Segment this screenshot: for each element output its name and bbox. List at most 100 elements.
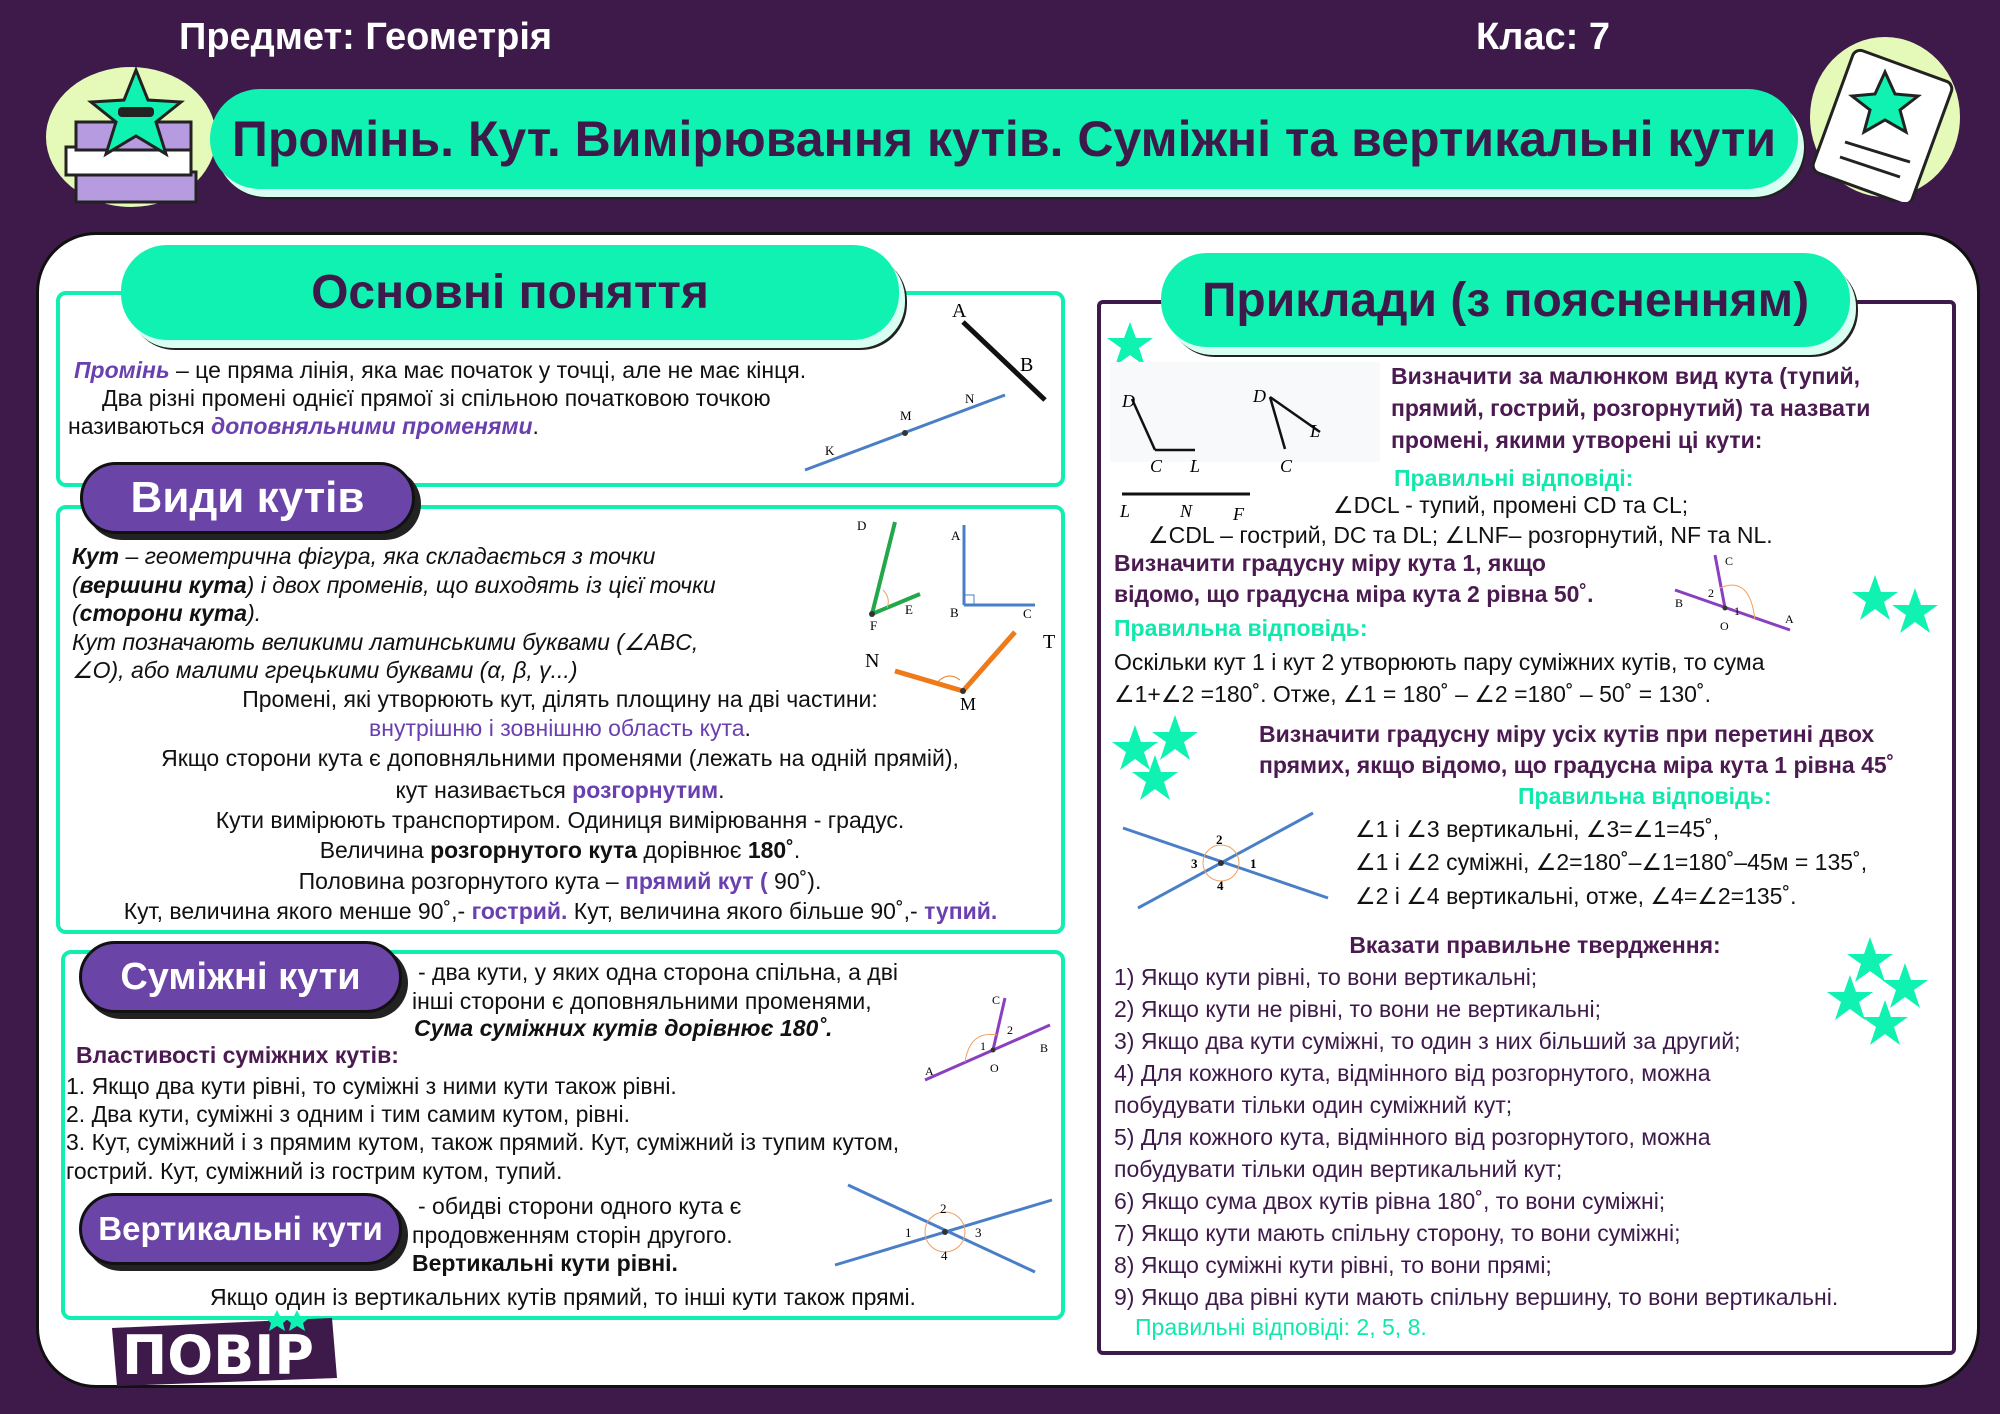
list-item: 1) Якщо кути рівні, то вони вертикальні;: [1114, 964, 1538, 990]
example3-figure: 2 3 1 4: [1122, 811, 1329, 910]
list-item: 7) Якщо кути мають спільну сторону, то в…: [1114, 1220, 1681, 1246]
angle-regions: Промені, які утворюють кут, ділять площи…: [242, 686, 878, 712]
measurement-line: Кути вимірюють транспортиром. Одиниця ви…: [215, 807, 905, 833]
povir-logo: ПОВІР: [112, 1310, 337, 1387]
q1-line-3: промені, якими утворені ці кути:: [1391, 427, 1763, 453]
a1-title: Правильні відповіді:: [1394, 465, 1634, 491]
basics-heading-pill: Основні поняття: [121, 245, 899, 340]
list-item: 4) Для кожного кута, відмінного від розг…: [1114, 1060, 1711, 1086]
svg-text:K: K: [825, 443, 835, 458]
svg-text:A: A: [1785, 612, 1794, 626]
stars-icon: [1852, 575, 1938, 633]
list-item: 2) Якщо кути не рівні, то вони не вертик…: [1114, 996, 1601, 1022]
example2-figure: C B O A 2 1: [1674, 554, 1794, 633]
angle-def-3: (сторони кута).: [72, 600, 262, 626]
svg-text:1: 1: [905, 1225, 912, 1240]
subject-label: Предмет: Геометрія: [179, 16, 553, 58]
right-angle-line: Половина розгорнутого кута – прямий кут …: [298, 868, 822, 894]
svg-text:N: N: [865, 650, 879, 672]
q4-title: Вказати правильне твердження:: [1349, 932, 1721, 958]
angle-types-heading-pill: Види кутів: [80, 462, 415, 534]
angle-types-figures: D E F A B C N T M: [857, 518, 1055, 714]
q3-line-2: прямих, якщо відомо, що градусна міра ку…: [1259, 752, 1895, 778]
adjacent-prop-3b: гострий. Кут, суміжний із гострим кутом,…: [66, 1158, 563, 1184]
q1-line-1: Визначити за малюнком вид кута (тупий,: [1391, 363, 1861, 389]
vertical-right-angle: Якщо один із вертикальних кутів прямий, …: [210, 1284, 916, 1310]
svg-text:N: N: [965, 391, 975, 406]
adjacent-heading: Суміжні кути: [120, 955, 361, 998]
svg-text:ПОВІР: ПОВІР: [122, 1324, 314, 1387]
svg-text:A: A: [925, 1064, 934, 1078]
svg-text:O: O: [1720, 619, 1729, 633]
svg-text:2: 2: [1708, 586, 1714, 600]
clipboard-mascot-icon: [1810, 37, 1960, 202]
svg-text:3: 3: [975, 1225, 982, 1240]
a2-line-2: ∠1+∠2 =180˚. Отже, ∠1 = 180˚ – ∠2 =180˚ …: [1114, 681, 1711, 707]
svg-text:C: C: [1023, 606, 1032, 621]
examples-heading-pill: Приклади (з поясненням): [1161, 253, 1850, 347]
svg-text:D: D: [857, 518, 866, 533]
svg-text:C: C: [1725, 554, 1733, 568]
star-icon: [1107, 322, 1153, 366]
adjacent-heading-pill: Суміжні кути: [79, 941, 402, 1013]
example1-figure: D C L D C L L N F: [1110, 362, 1380, 522]
svg-text:N: N: [1179, 501, 1193, 521]
svg-text:L: L: [1309, 421, 1320, 441]
adjacent-props-title: Властивості суміжних кутів:: [76, 1042, 399, 1068]
adjacent-prop-2: 2. Два кути, суміжні з одним і тим самим…: [66, 1101, 630, 1127]
svg-text:C: C: [1280, 456, 1293, 476]
adjacent-def-1: - два кути, у яких одна сторона спільна,…: [418, 959, 899, 985]
a1-line-1: ∠DCL - тупий, промені CD та CL;: [1333, 492, 1689, 518]
q1-line-2: прямий, гострий, розгорнутий) та назвати: [1391, 395, 1871, 421]
svg-text:F: F: [870, 618, 877, 633]
svg-text:T: T: [1043, 631, 1055, 653]
adjacent-def-2: інші сторони є доповняльними променями,: [412, 988, 872, 1014]
svg-text:L: L: [1119, 501, 1130, 521]
svg-text:A: A: [951, 528, 961, 543]
a1-line-2: ∠CDL – гострий, DC та DL; ∠LNF– розгорну…: [1148, 522, 1773, 548]
svg-text:3: 3: [1191, 856, 1198, 871]
svg-text:D: D: [1121, 391, 1135, 411]
svg-text:L: L: [1189, 456, 1200, 476]
list-item: 5) Для кожного кута, відмінного від розг…: [1114, 1124, 1711, 1150]
angle-regions-term: внутрішню і зовнішню область кута.: [369, 715, 751, 741]
vertical-equal: Вертикальні кути рівні.: [412, 1250, 678, 1276]
angle-types-box: [56, 505, 1065, 934]
straight-angle-term: кут називається розгорнутим.: [395, 777, 725, 803]
grade-label: Клас: 7: [1476, 16, 1610, 58]
list-item: 6) Якщо сума двох кутів рівна 180˚, то в…: [1114, 1188, 1666, 1214]
books-mascot-icon: [46, 65, 216, 207]
svg-text:2: 2: [1216, 832, 1223, 847]
svg-text:2: 2: [1007, 1023, 1013, 1037]
q3-line-1: Визначити градусну міру усіх кутів при п…: [1259, 721, 1875, 747]
svg-text:M: M: [900, 408, 912, 423]
title-banner: Промінь. Кут. Вимірювання кутів. Суміжні…: [210, 89, 1798, 189]
svg-text:1: 1: [980, 1039, 986, 1053]
adjacent-sum: Сума суміжних кутів дорівнює 180˚.: [414, 1015, 833, 1041]
list-item: побудувати тільки один вертикальний кут;: [1114, 1156, 1563, 1182]
list-item: 8) Якщо суміжні кути рівні, то вони прям…: [1114, 1252, 1552, 1278]
list-item: 3) Якщо два кути суміжні, то один з них …: [1114, 1028, 1741, 1054]
svg-text:M: M: [960, 694, 976, 714]
ray-definition: Промінь – це пряма лінія, яка має почато…: [74, 357, 807, 383]
examples-heading: Приклади (з поясненням): [1201, 273, 1810, 327]
list-item: 9) Якщо два рівні кути мають спільну вер…: [1114, 1284, 1839, 1310]
vertical-angles-figure: 2 1 3 4: [834, 1183, 1053, 1274]
svg-text:D: D: [1252, 386, 1266, 406]
vertical-def-2: продовженням сторін другого.: [412, 1222, 733, 1248]
vertical-heading-pill: Вертикальні кути: [79, 1193, 402, 1265]
basics-heading: Основні поняття: [311, 266, 709, 319]
svg-text:B: B: [950, 605, 959, 620]
list-item: побудувати тільки один суміжний кут;: [1114, 1092, 1513, 1118]
svg-text:E: E: [905, 602, 913, 617]
straight-angle-value: Величина розгорнутого кута дорівнює 180˚…: [319, 837, 801, 863]
svg-text:4: 4: [1217, 878, 1224, 893]
svg-text:C: C: [992, 993, 1000, 1007]
page-title: Промінь. Кут. Вимірювання кутів. Суміжні…: [231, 111, 1777, 167]
stars-icon: [1112, 715, 1198, 800]
svg-text:B: B: [1675, 596, 1683, 610]
vertical-def-1: - обидві сторони одного кута є: [418, 1193, 742, 1219]
svg-text:1: 1: [1250, 856, 1257, 871]
q4-list: 1) Якщо кути рівні, то вони вертикальні;…: [1114, 961, 1838, 1313]
adjacent-prop-1: 1. Якщо два кути рівні, то суміжні з ним…: [66, 1073, 677, 1099]
